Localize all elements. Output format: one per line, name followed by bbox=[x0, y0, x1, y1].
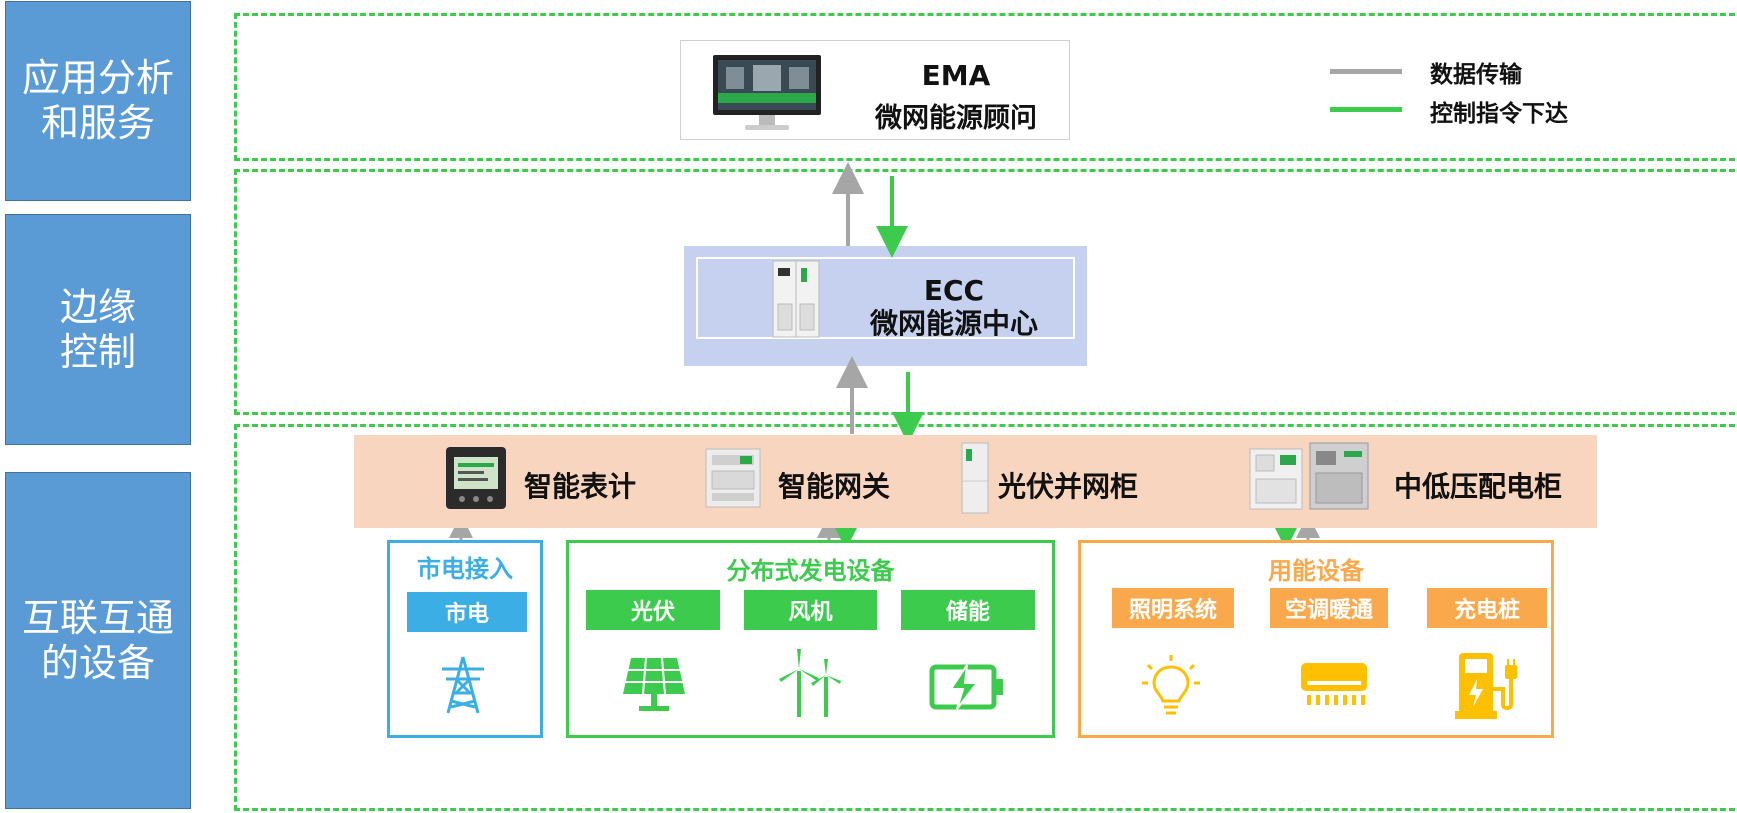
device-pv-cabinet-label: 光伏并网柜 bbox=[998, 470, 1139, 503]
ecc-box: ECC 微网能源中心 bbox=[684, 246, 1087, 366]
transmission-tower-icon bbox=[442, 656, 484, 714]
device-bar: 智能表计 智能网关 光伏并网柜 中低压配电柜 bbox=[354, 435, 1597, 528]
ema-code: EMA bbox=[921, 59, 991, 92]
device-switchgear-label: 中低压配电柜 bbox=[1394, 470, 1563, 503]
tier-application-line1: 应用分析 bbox=[21, 56, 174, 100]
tier-application-line2: 和服务 bbox=[40, 101, 155, 145]
group-grid-title: 市电接入 bbox=[417, 555, 513, 583]
wind-turbine-icon bbox=[779, 649, 841, 717]
ecc-code: ECC bbox=[923, 274, 985, 307]
frame-application bbox=[234, 13, 1737, 161]
tier-edge-line1: 边缘 bbox=[59, 284, 136, 329]
device-gateway-label: 智能网关 bbox=[778, 470, 891, 503]
tier-devices: 互联互通 的设备 bbox=[5, 472, 191, 809]
switchgear-icon bbox=[1249, 442, 1369, 510]
chip-pv: 光伏 bbox=[586, 590, 720, 630]
chip-ev-charger: 充电桩 bbox=[1427, 588, 1547, 628]
group-consumption: 用能设备 照明系统 空调暖通 充电桩 bbox=[1078, 540, 1554, 738]
frame-devices bbox=[234, 424, 1737, 811]
legend-data-line bbox=[1330, 69, 1402, 74]
tier-devices-line1: 互联互通 bbox=[21, 595, 174, 640]
chip-wind: 风机 bbox=[744, 590, 877, 630]
chip-hvac: 空调暖通 bbox=[1270, 588, 1388, 628]
group-generation-title: 分布式发电设备 bbox=[726, 557, 895, 585]
battery-charge-icon bbox=[929, 664, 1003, 710]
tier-application: 应用分析 和服务 bbox=[5, 1, 191, 201]
ecc-inner-frame bbox=[696, 257, 1075, 339]
ema-name: 微网能源顾问 bbox=[875, 103, 1037, 134]
chip-grid: 市电 bbox=[407, 592, 527, 632]
gateway-icon bbox=[705, 448, 761, 508]
device-meter-label: 智能表计 bbox=[524, 470, 637, 503]
group-consumption-title: 用能设备 bbox=[1268, 557, 1364, 585]
tier-devices-line2: 的设备 bbox=[40, 640, 155, 685]
ecc-name: 微网能源中心 bbox=[869, 307, 1038, 340]
ecc-cabinet-icon bbox=[772, 260, 820, 338]
legend-control-line bbox=[1330, 107, 1402, 112]
charging-station-icon bbox=[1455, 653, 1517, 719]
monitor-icon bbox=[713, 55, 821, 130]
chip-lighting: 照明系统 bbox=[1112, 588, 1234, 628]
ema-box: EMA 微网能源顾问 bbox=[680, 40, 1070, 140]
pv-cabinet-icon bbox=[961, 442, 989, 514]
legend-control-label: 控制指令下达 bbox=[1430, 101, 1568, 127]
air-conditioner-icon bbox=[1301, 663, 1367, 705]
power-meter-icon bbox=[446, 447, 506, 509]
tier-edge-line2: 控制 bbox=[59, 329, 136, 374]
legend-data-label: 数据传输 bbox=[1430, 62, 1522, 88]
chip-storage: 储能 bbox=[901, 590, 1035, 630]
lightbulb-icon bbox=[1142, 655, 1200, 715]
group-grid: 市电接入 市电 bbox=[387, 540, 543, 738]
tier-edge: 边缘 控制 bbox=[5, 214, 191, 445]
frame-edge bbox=[234, 169, 1737, 415]
group-generation: 分布式发电设备 光伏 风机 储能 bbox=[566, 540, 1055, 738]
solar-panel-icon bbox=[623, 657, 685, 711]
